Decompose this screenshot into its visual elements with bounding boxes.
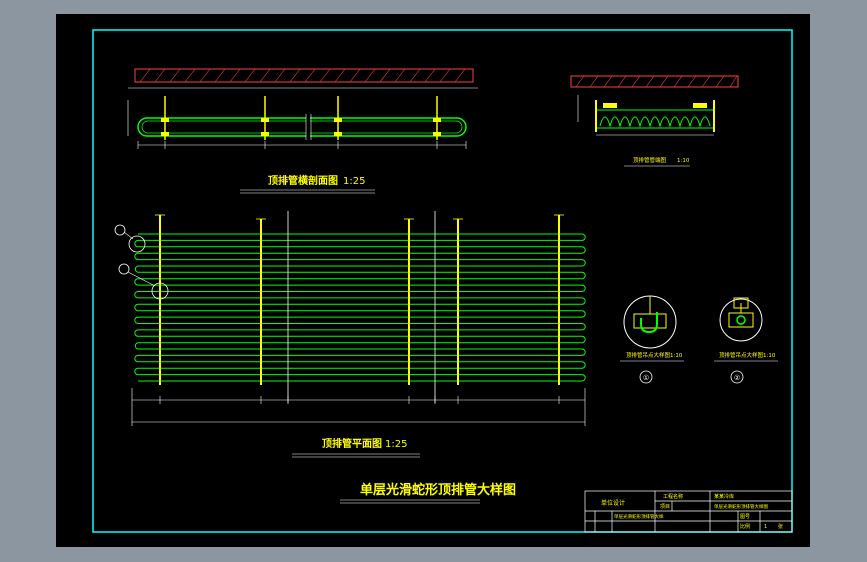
drawing-border (92, 29, 793, 533)
end-view-coils (595, 109, 715, 129)
plan-view-title: 顶排管平面图 (322, 437, 382, 450)
title-block-drawing-name-2: 单层光滑蛇形顶排管大样 (614, 513, 664, 520)
detail-2 (719, 297, 763, 342)
end-view-title: 顶排管管端图 (633, 156, 667, 164)
plan-pipes (134, 233, 586, 382)
end-view-scale: 1:10 (677, 158, 690, 164)
detail-1-marker: ① (643, 374, 649, 382)
detail-1 (623, 295, 677, 349)
section-slab (134, 68, 474, 83)
title-block-drawing-number-label: 图号 (740, 514, 750, 520)
title-block-sheet-value: 1 (764, 524, 767, 530)
plan-view-scale: 1:25 (385, 439, 407, 450)
detail-1-title: 顶排管吊点大样图 (626, 351, 671, 359)
plan-hanger-bars (159, 215, 560, 385)
title-block-project-label: 工程名称 (663, 493, 683, 500)
plan-pipe-bends (134, 233, 586, 382)
detail-2-scale: 1:10 (763, 353, 776, 359)
detail-2-title: 顶排管吊点大样图 (719, 351, 764, 359)
title-block-drawing-name-1: 单层光滑蛇形顶排管大样图 (714, 503, 768, 510)
title-block (584, 490, 793, 533)
end-view (570, 75, 739, 136)
cad-viewport[interactable] (56, 14, 810, 547)
main-title: 单层光滑蛇形顶排管大样图 (360, 482, 516, 498)
title-block-sheet-label: 张 (778, 523, 783, 530)
title-block-scale-label: 比例 (740, 523, 750, 530)
detail-2-marker: ② (734, 374, 740, 382)
detail-1-scale: 1:10 (670, 353, 683, 359)
section-clamps (161, 118, 441, 136)
plan-view (114, 211, 586, 426)
title-block-design-unit: 单位设计 (601, 499, 625, 507)
title-block-project-value: 某某冷库 (714, 493, 734, 500)
plan-pipe-runs (138, 233, 582, 382)
title-block-item-label: 项目 (660, 504, 670, 510)
section-pipe-loop (137, 117, 467, 137)
section-view-title: 顶排管横剖面图 (268, 174, 338, 187)
section-view-scale: 1:25 (343, 176, 365, 187)
section-slab-hatch (139, 68, 466, 83)
section-view (127, 68, 478, 149)
